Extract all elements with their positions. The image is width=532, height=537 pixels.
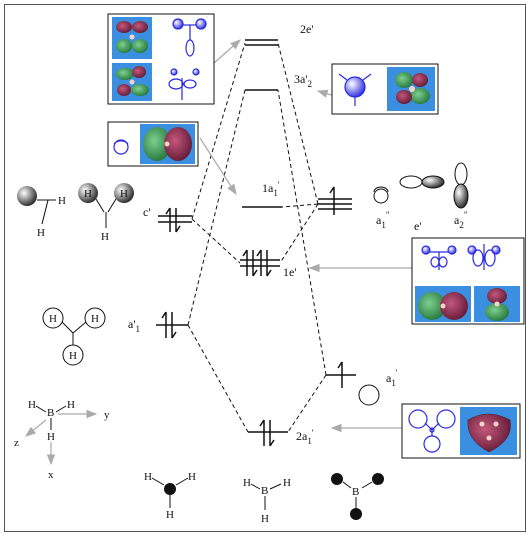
orbital-panel-1e	[411, 237, 525, 325]
svg-text:H: H	[47, 431, 55, 443]
bh3-b-lobe: B	[331, 473, 384, 520]
mo-labels: 2e' 3a'2 1a1' 1e' 2a1' c' a'1 a1" e' a2"…	[128, 22, 468, 446]
svg-text:H: H	[144, 471, 152, 483]
axis-y-label: y	[104, 409, 110, 421]
svg-text:H: H	[69, 350, 77, 362]
orbital-panel-3a2	[331, 63, 439, 115]
svg-text:H: H	[91, 313, 99, 325]
bh3-plain: H B H H	[243, 477, 291, 525]
svg-text:H: H	[58, 195, 66, 207]
level-2e	[245, 39, 278, 46]
label-1e: 1e'	[283, 265, 297, 279]
label-1a1: 1a1'	[262, 180, 280, 198]
svg-text:H: H	[243, 477, 251, 489]
svg-text:H: H	[101, 231, 109, 243]
axis-x-label: x	[48, 469, 54, 481]
right-a1p-orbital-icon	[358, 384, 380, 406]
svg-text:H: H	[84, 188, 92, 200]
orbital-panel-2a1	[401, 403, 521, 459]
label-left-e: c'	[143, 205, 151, 219]
orbital-sketch	[467, 244, 501, 270]
svg-text:H: H	[67, 399, 75, 411]
level-1e	[240, 259, 280, 267]
h3-fragment-middle	[42, 307, 106, 366]
svg-text:H: H	[283, 477, 291, 489]
orbital-sketch	[113, 139, 129, 155]
level-right-triple	[318, 198, 352, 210]
level-left-e	[158, 215, 192, 223]
orbital-panel-2e	[107, 13, 215, 105]
correlation-lines	[187, 42, 327, 433]
svg-text:B: B	[47, 407, 54, 419]
svg-text:H: H	[49, 313, 57, 325]
orbital-sketch	[421, 245, 457, 270]
svg-text:H: H	[28, 399, 36, 411]
svg-text:B: B	[261, 485, 268, 497]
right-a2dd-orbital-icon	[453, 162, 469, 209]
orbital-panel-1a1	[107, 121, 199, 167]
label-left-a1: a'1	[128, 317, 140, 334]
svg-text:H: H	[188, 471, 196, 483]
svg-text:B: B	[352, 486, 359, 498]
a1-lobe-render	[467, 413, 511, 453]
svg-text:H: H	[261, 513, 269, 525]
svg-text:H: H	[120, 188, 128, 200]
diagram-frame	[4, 4, 526, 532]
label-right-a2dd: a2"	[454, 210, 468, 230]
svg-text:H: H	[166, 509, 174, 521]
orbital-sketch	[408, 409, 456, 453]
right-e-orbital-icon	[399, 175, 445, 189]
label-2e: 2e'	[300, 22, 314, 36]
h3-fragment-middle-labels: H H H	[49, 313, 99, 362]
electron-arrows	[161, 186, 343, 447]
label-2a1: 2a1'	[296, 428, 314, 446]
svg-text:H: H	[37, 227, 45, 239]
orbital-sketch	[338, 73, 372, 106]
axis-z-label: z	[14, 437, 19, 449]
label-right-e: e'	[414, 219, 422, 233]
orbital-sketch	[168, 68, 200, 100]
orbital-sketch	[172, 18, 207, 57]
right-a1dd-orbital-icon	[373, 186, 389, 204]
label-3a2: 3a'2	[294, 72, 312, 89]
pointer-arrows	[199, 39, 412, 433]
d-lobes-render	[116, 21, 148, 53]
label-right-a1dd: a1"	[376, 210, 390, 230]
label-right-a1p: a1'	[386, 368, 398, 388]
axis-glyph: H B H H y z x	[14, 399, 110, 481]
bh3-h-lobe: H H H	[144, 471, 196, 521]
h3-fragment-top: H H H H H	[17, 183, 134, 243]
